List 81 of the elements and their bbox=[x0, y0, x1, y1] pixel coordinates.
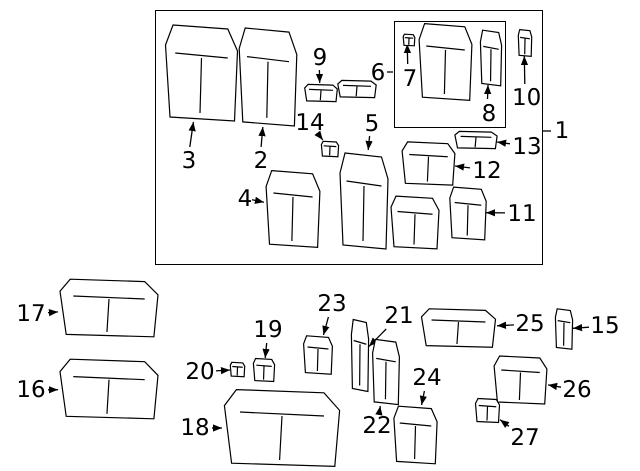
leader-arrow bbox=[216, 366, 230, 374]
panel-drawing bbox=[401, 141, 456, 186]
leader-arrow bbox=[404, 44, 412, 64]
leader-arrow bbox=[500, 419, 510, 428]
leader-arrow bbox=[420, 390, 427, 406]
leader-arrow bbox=[212, 424, 222, 432]
callout-number: 23 bbox=[316, 291, 348, 317]
callout-number: 15 bbox=[589, 313, 621, 339]
callout-number: 18 bbox=[178, 415, 212, 441]
leader-arrow bbox=[48, 309, 58, 316]
trim-panel-drawing bbox=[372, 338, 400, 406]
cushion-cover-drawing bbox=[58, 278, 160, 338]
callout-number: 9 bbox=[312, 45, 328, 71]
callout-number: 17 bbox=[14, 301, 48, 327]
leader-arrow bbox=[252, 196, 264, 204]
callout-number: 12 bbox=[471, 158, 503, 184]
leader-line bbox=[387, 71, 393, 73]
leader-arrow bbox=[316, 70, 324, 84]
leader-line bbox=[543, 130, 551, 132]
panel-drawing bbox=[493, 355, 548, 405]
leader-arrow bbox=[496, 140, 510, 147]
callout-number: 6 bbox=[369, 60, 387, 86]
bracket-drawing bbox=[518, 29, 532, 57]
leader-arrow bbox=[520, 56, 528, 84]
callout-number: 10 bbox=[512, 85, 540, 111]
trim-panel-drawing bbox=[393, 405, 438, 465]
callout-number: 1 bbox=[552, 118, 572, 144]
connector-drawing bbox=[475, 398, 500, 423]
backrest-frame-drawing bbox=[265, 169, 321, 249]
backrest-frame-drawing bbox=[339, 151, 389, 251]
clip-drawing bbox=[230, 362, 245, 377]
leader-arrow bbox=[375, 406, 382, 416]
callout-number: 26 bbox=[561, 377, 593, 403]
leader-arrow bbox=[572, 324, 590, 332]
callout-number: 21 bbox=[383, 303, 415, 329]
callout-number: 14 bbox=[294, 110, 326, 136]
callout-number: 19 bbox=[252, 317, 284, 343]
callout-number: 27 bbox=[509, 425, 541, 451]
bracket-drawing bbox=[304, 84, 338, 102]
leader-arrow bbox=[258, 126, 266, 148]
leader-arrow bbox=[188, 122, 196, 148]
seat-frame-drawing bbox=[222, 388, 342, 468]
leader-arrow bbox=[368, 328, 387, 347]
callout-number: 22 bbox=[361, 413, 393, 439]
callout-number: 24 bbox=[411, 365, 443, 391]
callout-number: 3 bbox=[181, 148, 197, 174]
bracket-drawing bbox=[303, 335, 333, 375]
callout-number: 5 bbox=[364, 111, 380, 137]
bracket-drawing bbox=[321, 141, 339, 157]
callout-number: 11 bbox=[506, 201, 538, 227]
callout-number: 13 bbox=[511, 134, 543, 160]
leader-arrow bbox=[484, 84, 492, 100]
backrest-cover-drawing bbox=[238, 26, 298, 128]
cushion-cover-drawing bbox=[58, 358, 160, 420]
grille-drawing bbox=[480, 29, 502, 87]
bushing-drawing bbox=[454, 131, 498, 149]
callout-number: 2 bbox=[253, 148, 269, 174]
leader-arrow bbox=[486, 209, 505, 216]
callout-number: 7 bbox=[402, 66, 418, 92]
leader-arrow bbox=[48, 386, 58, 394]
callout-number: 25 bbox=[514, 311, 546, 337]
clip-drawing bbox=[403, 34, 415, 46]
leader-arrow bbox=[454, 164, 470, 171]
group-frame bbox=[155, 10, 543, 265]
leader-arrow bbox=[496, 322, 514, 329]
panel-drawing bbox=[449, 186, 487, 241]
leader-arrow bbox=[548, 382, 562, 390]
leader-arrow bbox=[262, 342, 270, 358]
subgroup-frame bbox=[394, 21, 506, 128]
leader-arrow bbox=[314, 130, 324, 140]
latch-drawing bbox=[253, 358, 275, 382]
callout-number: 4 bbox=[237, 186, 253, 212]
callout-number: 16 bbox=[14, 377, 48, 403]
hinge-plate-drawing bbox=[351, 318, 369, 393]
sensor-drawing bbox=[555, 308, 573, 350]
bracket-drawing bbox=[420, 308, 497, 348]
leader-arrow bbox=[365, 136, 373, 150]
backrest-cover-drawing bbox=[164, 23, 239, 123]
callout-number: 8 bbox=[481, 101, 497, 127]
leader-arrow bbox=[322, 316, 330, 336]
callout-number: 20 bbox=[184, 359, 216, 385]
